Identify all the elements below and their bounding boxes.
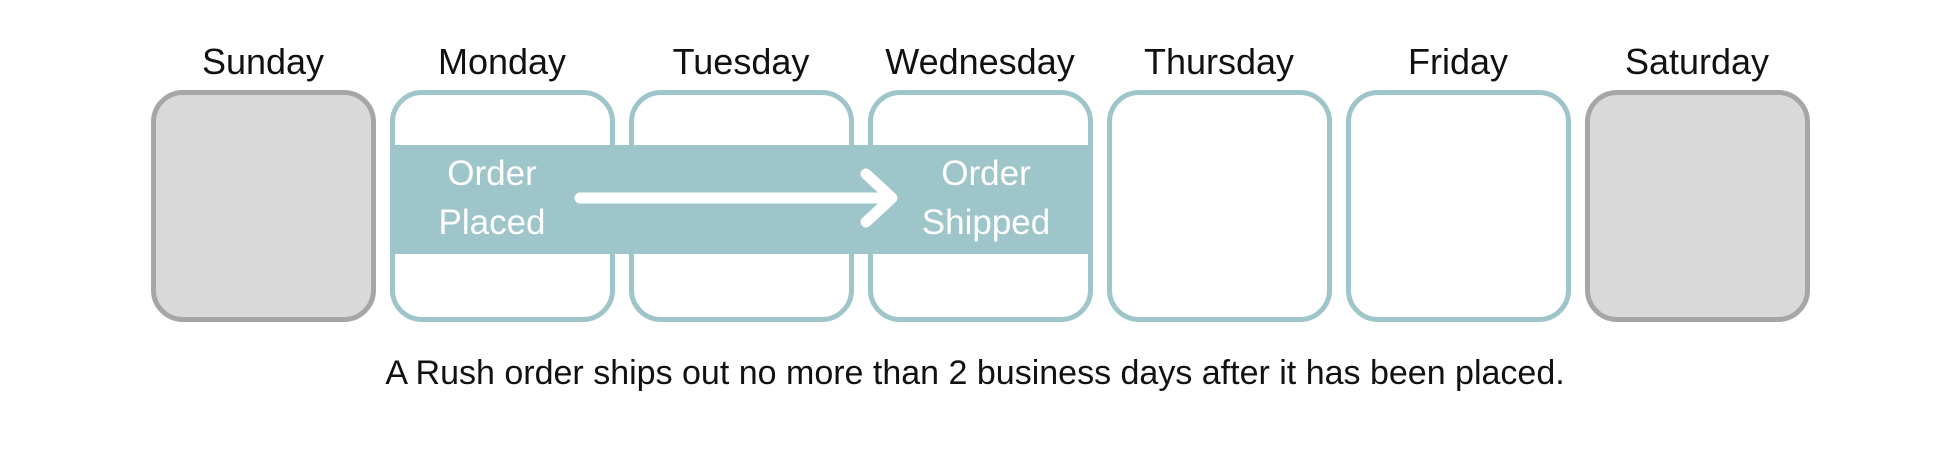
day-box-sunday [151, 90, 376, 322]
day-label-friday: Friday [1407, 41, 1509, 82]
day-label-sunday: Sunday [201, 41, 325, 82]
order-placed-line1: Order [447, 154, 537, 193]
right-arrow-icon [574, 168, 898, 228]
order-placed-line2: Placed [438, 203, 546, 242]
day-box-saturday [1585, 90, 1810, 322]
order-placed-label: Order Placed [407, 149, 577, 247]
order-shipped-label: Order Shipped [901, 149, 1071, 247]
order-shipped-line1: Order [941, 154, 1031, 193]
diagram-caption: A Rush order ships out no more than 2 bu… [385, 354, 1565, 392]
day-label-thursday: Thursday [1143, 41, 1295, 82]
day-label-saturday: Saturday [1624, 41, 1770, 82]
day-box-friday [1346, 90, 1571, 322]
day-label-monday: Monday [437, 41, 567, 82]
order-shipped-line2: Shipped [921, 203, 1051, 242]
day-label-tuesday: Tuesday [672, 41, 810, 82]
day-box-thursday [1107, 90, 1332, 322]
day-label-wednesday: Wednesday [885, 41, 1075, 82]
